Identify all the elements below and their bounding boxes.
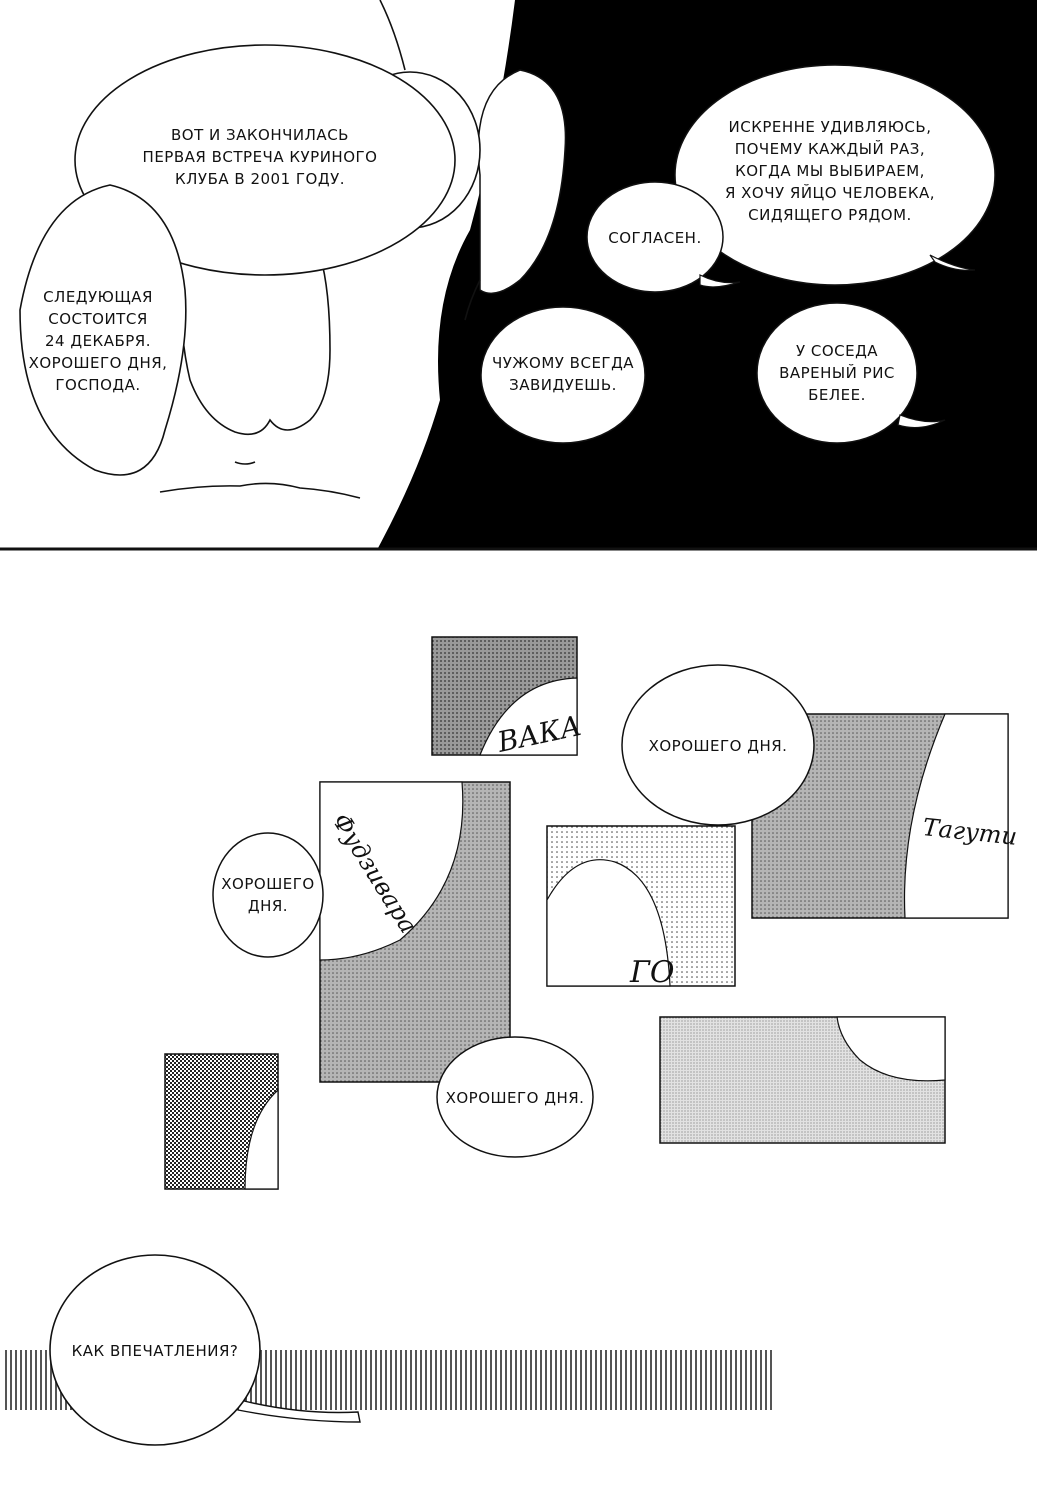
name-plate-fujiwara: Фудзивара <box>319 781 511 1083</box>
name-plate-blank-fine <box>659 1016 946 1144</box>
bubble-6-line-1: У СОСЕДА <box>796 342 878 360</box>
ear <box>477 69 567 295</box>
speech-bubble-5: ЧУЖОМУ ВСЕГДА ЗАВИДУЕШЬ. <box>480 306 646 444</box>
name-sign-go: ГО <box>629 955 674 990</box>
panel-middle: ВАКА Фудзивара ГО Тагути <box>164 636 1018 1190</box>
bubble-1-line-3: КЛУБА В 2001 ГОДУ. <box>175 170 345 188</box>
bubble-4-line-1: СОГЛАСЕН. <box>608 229 701 247</box>
bubble-9-line-1: ХОРОШЕГО ДНЯ. <box>446 1089 585 1107</box>
bubble-3-line-4: Я ХОЧУ ЯЙЦО ЧЕЛОВЕКА, <box>725 183 935 202</box>
face-lines <box>159 0 481 499</box>
bubble-2-line-3: 24 ДЕКАБРЯ. <box>45 332 151 350</box>
bubble-6-line-3: БЕЛЕЕ. <box>808 386 866 404</box>
bubble-3-line-3: КОГДА МЫ ВЫБИРАЕМ, <box>735 162 925 180</box>
panel-bottom: КАК ВПЕЧАТЛЕНИЯ? <box>5 1254 775 1446</box>
bubble-1-line-2: ПЕРВАЯ ВСТРЕЧА КУРИНОГО <box>143 148 378 166</box>
bubble-2-line-5: ГОСПОДА. <box>55 376 140 394</box>
bubble-8-line-1: ХОРОШЕГО <box>221 875 314 893</box>
bubble-5-line-1: ЧУЖОМУ ВСЕГДА <box>492 354 634 372</box>
name-plate-blank-checker <box>164 1053 279 1190</box>
panel-top: ВОТ И ЗАКОНЧИЛАСЬ ПЕРВАЯ ВСТРЕЧА КУРИНОГ… <box>0 0 1037 551</box>
speech-bubble-4: СОГЛАСЕН. <box>586 181 741 293</box>
bubble-3-line-1: ИСКРЕННЕ УДИВЛЯЮСЬ, <box>729 118 932 136</box>
speech-bubble-10: КАК ВПЕЧАТЛЕНИЯ? <box>49 1254 361 1446</box>
bubble-3-line-2: ПОЧЕМУ КАЖДЫЙ РАЗ, <box>735 139 925 158</box>
name-plate-waka: ВАКА <box>431 636 584 759</box>
bubble-10-line-1: КАК ВПЕЧАТЛЕНИЯ? <box>72 1342 239 1360</box>
speech-bubble-7: ХОРОШЕГО ДНЯ. <box>621 664 815 826</box>
speech-bubble-2: СЛЕДУЮЩАЯ СОСТОИТСЯ 24 ДЕКАБРЯ. ХОРОШЕГО… <box>19 184 187 476</box>
bubble-8-line-2: ДНЯ. <box>248 897 288 915</box>
speech-bubble-3: ИСКРЕННЕ УДИВЛЯЮСЬ, ПОЧЕМУ КАЖДЫЙ РАЗ, К… <box>674 64 996 286</box>
bubble-1-line-1: ВОТ И ЗАКОНЧИЛАСЬ <box>171 126 349 144</box>
bubble-3-line-5: СИДЯЩЕГО РЯДОМ. <box>748 206 912 224</box>
speech-bubble-9: ХОРОШЕГО ДНЯ. <box>436 1036 594 1158</box>
name-plate-go: ГО <box>546 825 736 990</box>
bubble-2-line-1: СЛЕДУЮЩАЯ <box>43 288 153 306</box>
bubble-7-line-1: ХОРОШЕГО ДНЯ. <box>649 737 788 755</box>
bubble-5-line-2: ЗАВИДУЕШЬ. <box>509 376 617 394</box>
black-background <box>378 0 1037 548</box>
speech-bubble-1: ВОТ И ЗАКОНЧИЛАСЬ ПЕРВАЯ ВСТРЕЧА КУРИНОГ… <box>74 44 481 276</box>
speech-bubble-8: ХОРОШЕГО ДНЯ. <box>212 832 324 958</box>
bubble-6-line-2: ВАРЕНЫЙ РИС <box>779 363 895 382</box>
speech-bubble-6: У СОСЕДА ВАРЕНЫЙ РИС БЕЛЕЕ. <box>756 302 946 444</box>
bubble-2-line-4: ХОРОШЕГО ДНЯ, <box>29 354 168 372</box>
bubble-2-line-2: СОСТОИТСЯ <box>48 310 148 328</box>
